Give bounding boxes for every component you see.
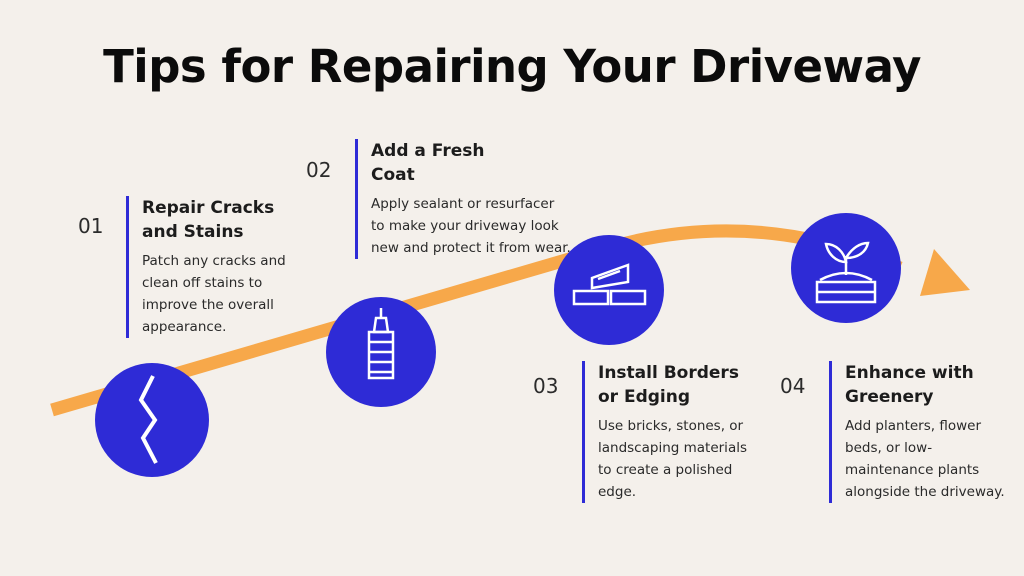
step-3-text: Use bricks, stones, or landscaping mater… (598, 418, 747, 500)
step-3-number: 03 (533, 374, 559, 398)
planter-icon (815, 241, 877, 304)
step-3-card: Install Borders or Edging Use bricks, st… (582, 361, 758, 503)
step-2-circle (326, 297, 436, 407)
step-4-card: Enhance with Greenery Add planters, flow… (829, 361, 1005, 503)
step-3-heading: Install Borders or Edging (598, 363, 739, 407)
step-2-heading: Add a Fresh Coat (371, 141, 485, 185)
step-1-text: Patch any cracks and clean off stains to… (142, 253, 286, 335)
step-1-heading: Repair Cracks and Stains (142, 198, 275, 242)
step-2-card: Add a Fresh Coat Apply sealant or resurf… (355, 139, 571, 259)
step-4-number: 04 (780, 374, 806, 398)
sealant-tube-icon (367, 308, 395, 380)
page-title: Tips for Repairing Your Driveway (103, 40, 921, 93)
step-2-number: 02 (306, 158, 332, 182)
arrow-head-icon (920, 249, 970, 296)
bricks-icon (572, 263, 647, 306)
progress-arrow-path (50, 224, 903, 417)
step-1-card: Repair Cracks and Stains Patch any crack… (126, 196, 304, 338)
step-4-text: Add planters, flower beds, or low-mainte… (845, 418, 1005, 500)
step-4-circle (791, 213, 901, 323)
step-4-heading: Enhance with Greenery (845, 363, 974, 407)
step-1-number: 01 (78, 214, 104, 238)
step-1-circle (95, 363, 209, 477)
step-2-text: Apply sealant or resurfacer to make your… (371, 196, 571, 256)
step-3-circle (554, 235, 664, 345)
crack-icon (138, 375, 158, 464)
